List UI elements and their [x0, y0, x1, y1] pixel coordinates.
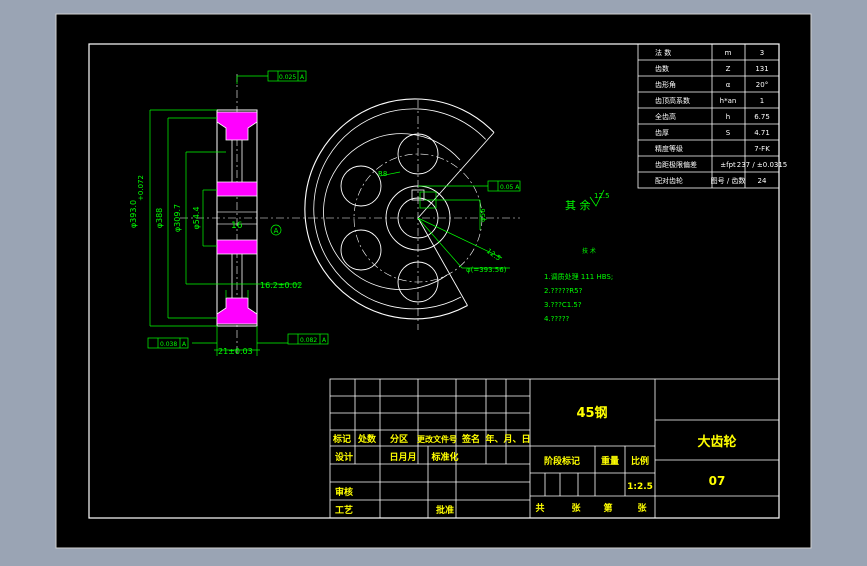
dim-hub-width: 16.2±0.02 [260, 281, 302, 290]
params-table [637, 43, 780, 189]
fcf-bottom-left: 0.038 A [147, 337, 189, 349]
param-value: 6.75 [754, 113, 770, 121]
material-label: 45钢 [576, 405, 607, 421]
svg-text:A: A [322, 337, 327, 344]
drawing-number: 07 [709, 474, 726, 488]
svg-text:0.025: 0.025 [279, 74, 296, 81]
roughness-note: 其 余 12.5 [565, 189, 610, 212]
param-symbol: Z [726, 65, 731, 73]
param-value: 1 [760, 97, 764, 105]
dim-outer-dia: φ393.0 [129, 200, 138, 228]
dim-web-dia: φ309.7 [173, 204, 182, 232]
param-name: 齿形角 [655, 80, 676, 89]
param-value: 4.71 [754, 129, 770, 137]
front-label-r8: R8 [378, 170, 387, 178]
part-name: 大齿轮 [697, 434, 736, 450]
param-value: 7-FK [754, 145, 770, 153]
svg-text:0.038: 0.038 [160, 341, 177, 348]
svg-text:更改文件号: 更改文件号 [417, 434, 457, 444]
datum-a-label: A [274, 227, 279, 235]
svg-text:重量: 重量 [601, 455, 619, 467]
param-symbol: α [726, 81, 731, 89]
dim-hub-dia: φ54.4 [192, 206, 201, 229]
param-symbol: m [725, 49, 732, 57]
notes-title: 技 术 [582, 247, 596, 255]
svg-text:0.05 A: 0.05 A [500, 184, 520, 191]
scale-value: 1:2.5 [627, 482, 653, 492]
svg-text:批准: 批准 [436, 504, 454, 516]
param-name: 全齿高 [655, 112, 676, 121]
tech-notes: 技 术 1.调质处理 111 HBS; 2.?????R5? 3.???C1.5… [544, 247, 613, 323]
notes-item-4: 4.????? [544, 315, 570, 323]
notes-item-2: 2.?????R5? [544, 287, 583, 295]
front-label-dia: φ(=393.56) [466, 266, 507, 274]
svg-text:签名: 签名 [461, 433, 480, 445]
section-hub-bottom [216, 239, 258, 255]
svg-text:设计: 设计 [335, 451, 353, 463]
svg-text:阶段标记: 阶段标记 [544, 455, 580, 467]
svg-text:第: 第 [603, 502, 612, 514]
svg-text:标记: 标记 [332, 433, 351, 445]
svg-text:比例: 比例 [631, 455, 649, 467]
svg-text:张: 张 [637, 502, 647, 514]
fcf-front: 0.05 A [487, 180, 521, 192]
title-block-text: 45钢 大齿轮 07 1:2.5 标记 处数 分区 更改文件号 签名 年、月、日… [332, 405, 737, 516]
title-block [329, 378, 780, 519]
param-symbol: h*an [720, 97, 737, 105]
svg-text:标准化: 标准化 [430, 451, 458, 463]
param-name: 配对齿轮 [655, 176, 683, 185]
fcf-top: 0.025 A [267, 70, 307, 82]
svg-text:张: 张 [571, 502, 581, 514]
front-label-keyway: φ56 [479, 208, 487, 222]
notes-item-1: 1.调质处理 111 HBS; [544, 272, 613, 281]
param-symbol: ±fpt [720, 161, 736, 169]
param-name: 精度等级 [655, 144, 683, 153]
drawing-sheet [55, 13, 812, 549]
dim-face-width: 21±0.03 [218, 347, 253, 356]
svg-text:工艺: 工艺 [335, 504, 353, 516]
svg-text:0.082: 0.082 [300, 337, 317, 344]
svg-text:年、月、日: 年、月、日 [485, 433, 530, 445]
params-rows: 法 数 m 3 齿数 Z 131 齿形角 α 20° 齿顶高系数 h*an 1 全齿高 h 6.75 齿厚 S 4… [638, 48, 787, 185]
svg-text:处数: 处数 [357, 433, 377, 445]
param-name: 法 数 [655, 48, 671, 57]
param-value: 20° [756, 81, 768, 89]
param-value: 24 [758, 177, 767, 185]
section-top-rim [216, 111, 258, 141]
dim-chamfer: 16 [231, 221, 243, 231]
param-value: 131 [755, 65, 768, 73]
param-symbol: 图号 / 齿数 [711, 176, 746, 185]
svg-text:共: 共 [535, 502, 544, 514]
param-name: 齿距极限偏差 [655, 160, 697, 169]
param-symbol: h [726, 113, 730, 121]
svg-text:分区: 分区 [390, 433, 408, 445]
side-view: φ393.0 +0.072 φ388 φ309.7 φ54.4 16.2±0.0… [129, 70, 329, 356]
dim-tolerance-top: +0.072 [137, 175, 145, 201]
param-name: 齿顶高系数 [655, 96, 690, 105]
svg-text:审核: 审核 [335, 486, 353, 498]
param-value: 237 / ±0.0315 [737, 161, 788, 169]
param-name: 齿厚 [655, 129, 669, 137]
svg-text:A: A [182, 341, 187, 348]
param-value: 3 [760, 49, 764, 57]
fcf-bottom-right: 0.082 A [287, 333, 329, 345]
roughness-label: 其 余 [565, 198, 591, 212]
roughness-value: 12.5 [594, 192, 610, 200]
section-hub-top [216, 181, 258, 197]
param-name: 齿数 [655, 64, 669, 73]
dim-root-dia: φ388 [155, 208, 164, 229]
param-symbol: S [726, 129, 731, 137]
svg-text:A: A [300, 74, 305, 81]
notes-item-3: 3.???C1.5? [544, 301, 582, 309]
svg-text:日月月: 日月月 [389, 452, 416, 463]
